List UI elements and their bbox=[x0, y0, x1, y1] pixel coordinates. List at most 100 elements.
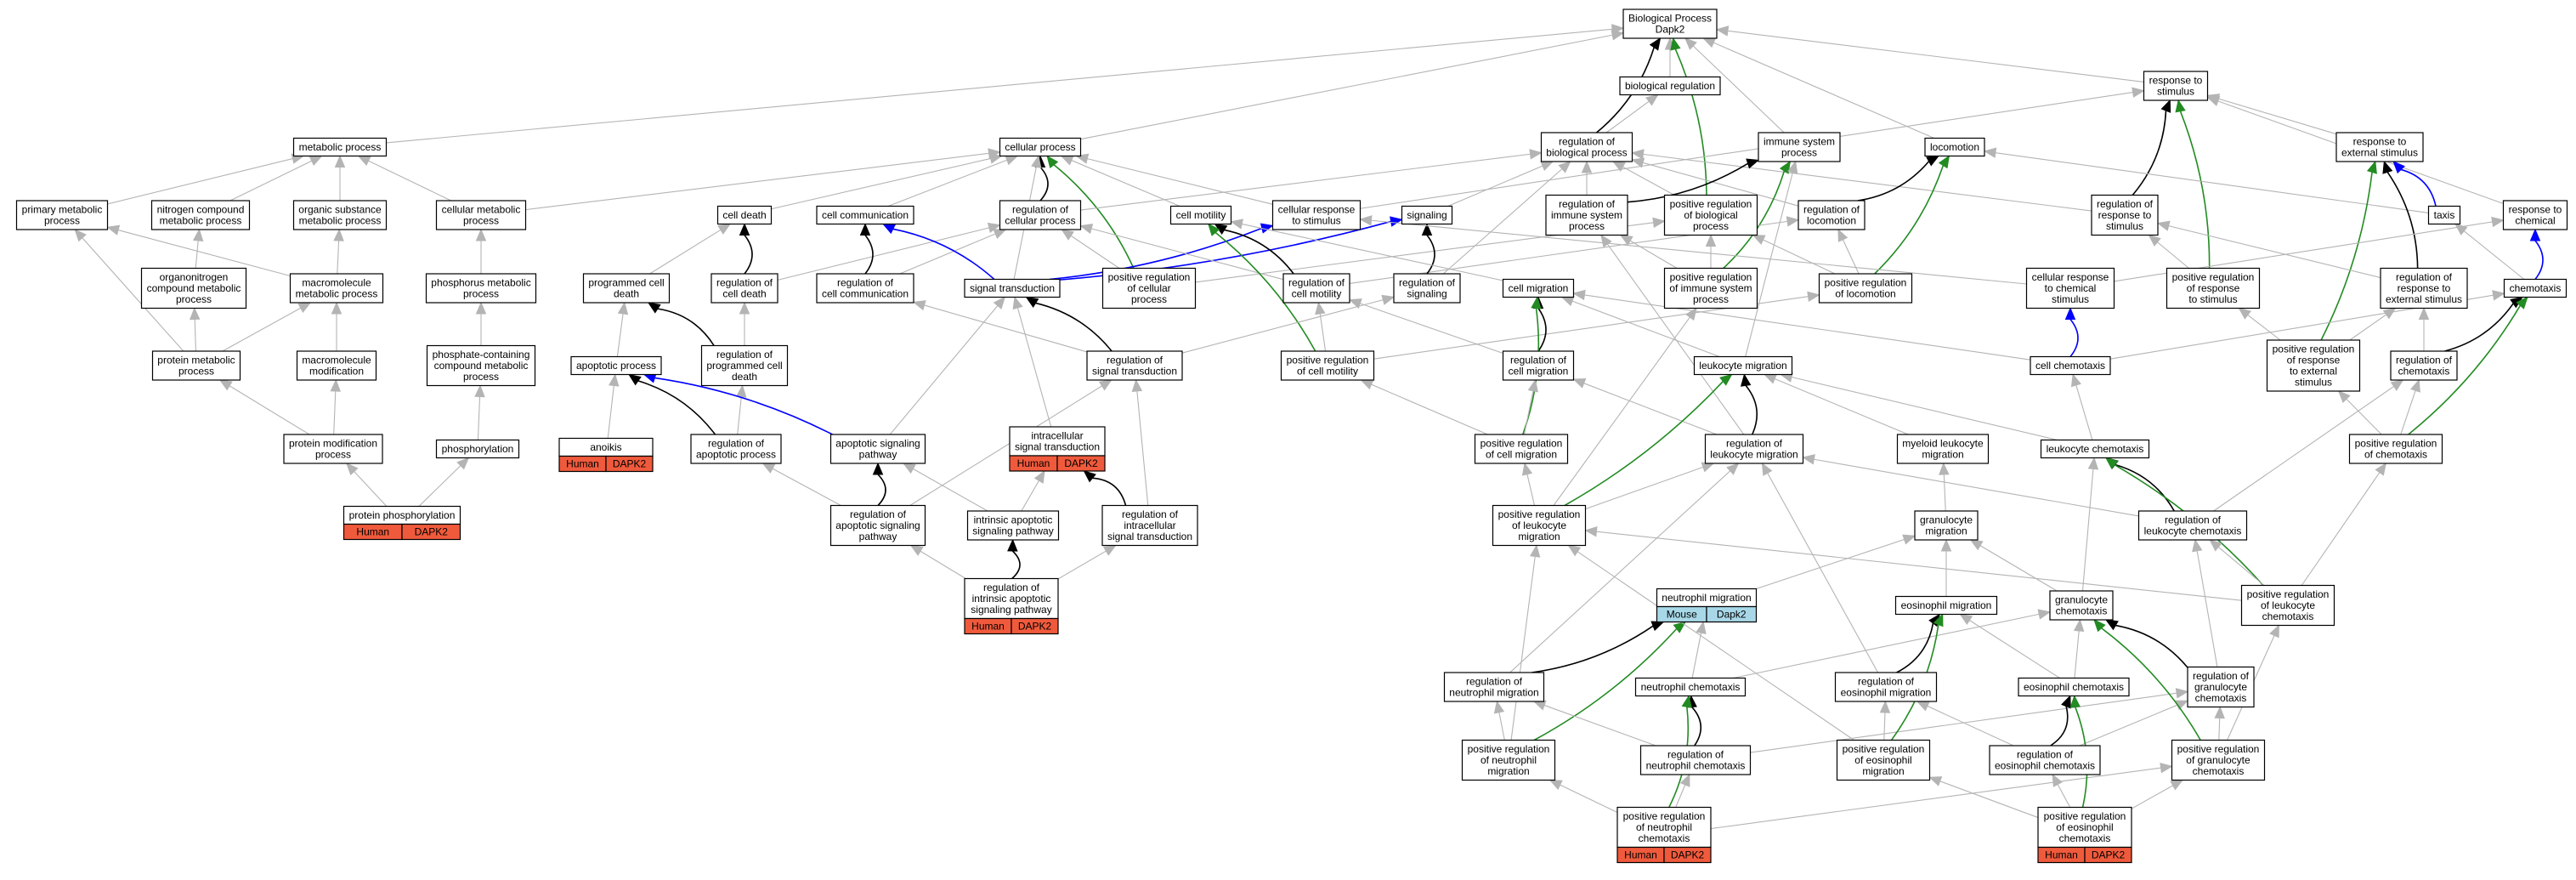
node-cellular-process[interactable]: cellular process bbox=[999, 137, 1082, 157]
edge-is-a bbox=[1012, 296, 1052, 428]
node-eosinophil-migration[interactable]: eosinophil migration bbox=[1894, 595, 1998, 616]
node-taxis[interactable]: taxis bbox=[2427, 205, 2461, 225]
node-cell-communication[interactable]: cell communication bbox=[816, 205, 914, 225]
edge-is-a bbox=[1763, 373, 1909, 435]
edge-arrowhead bbox=[902, 463, 916, 474]
node-metabolic-process[interactable]: metabolic process bbox=[292, 137, 388, 157]
node-biological-regulation[interactable]: biological regulation bbox=[1619, 76, 1721, 96]
node-locomotion[interactable]: locomotion bbox=[1924, 137, 1985, 157]
node-signaling[interactable]: signaling bbox=[1401, 205, 1453, 225]
node-signal-transduction[interactable]: signal transduction bbox=[964, 278, 1061, 298]
edge-part-of-black bbox=[1025, 296, 1112, 352]
node-box bbox=[1896, 434, 1990, 464]
node-cell-chemotaxis[interactable]: cell chemotaxis bbox=[2030, 355, 2111, 376]
node-chemotaxis[interactable]: chemotaxis bbox=[2503, 278, 2568, 298]
node-cell-death[interactable]: cell death bbox=[716, 205, 773, 225]
node-cell-motility[interactable]: cell motility bbox=[1169, 205, 1232, 225]
node-label: Biological Process bbox=[1628, 13, 1712, 25]
edge-is-a bbox=[474, 384, 485, 440]
node-phosphorylation[interactable]: phosphorylation bbox=[435, 439, 520, 459]
gene-badge bbox=[1011, 617, 1059, 635]
node-apoptotic-process[interactable]: apoptotic process bbox=[570, 355, 662, 376]
edge-arrowhead bbox=[1098, 379, 1112, 391]
node-leukocyte-chemotaxis[interactable]: leukocyte chemotaxis bbox=[2040, 439, 2150, 459]
edge-line bbox=[2346, 398, 2382, 435]
node-neutrophil-chemotaxis[interactable]: neutrophil chemotaxis bbox=[1634, 677, 1747, 697]
node-cell-migration[interactable]: cell migration bbox=[1502, 278, 1575, 298]
node-eosinophil-chemotaxis[interactable]: eosinophil chemotaxis bbox=[2018, 677, 2130, 697]
node-label: regulation of bbox=[1288, 277, 1345, 289]
node-leukocyte-migration[interactable]: leukocyte migration bbox=[1693, 355, 1793, 376]
